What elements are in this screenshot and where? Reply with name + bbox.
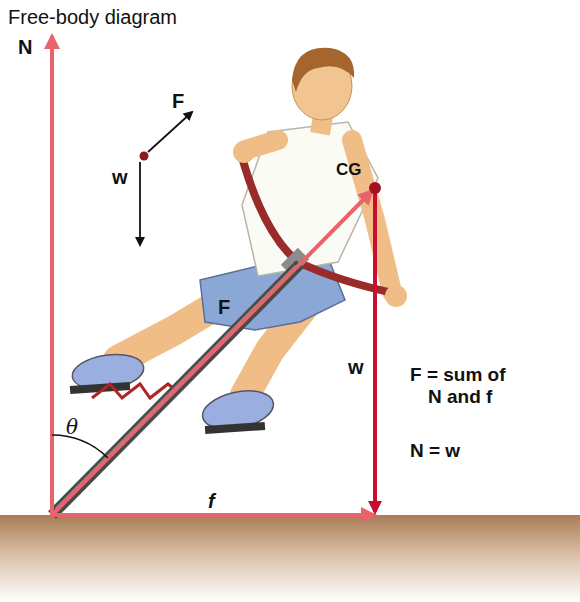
cg-dot: [369, 182, 381, 194]
friction-arrow: [52, 513, 374, 517]
angle-label: θ: [66, 416, 78, 439]
note-text: F = sum of N and f: [410, 364, 516, 408]
force-label: F: [218, 296, 230, 319]
weight-label: w: [348, 356, 364, 379]
note-text: N = w: [410, 440, 460, 462]
resultant-force-arrow: [52, 191, 372, 515]
normal-force-arrow: [50, 36, 54, 515]
weight-label: w: [112, 166, 128, 189]
ground: [0, 515, 580, 602]
diagram-title: Free-body diagram: [8, 6, 177, 29]
rider: [70, 48, 407, 435]
small-fbd: [140, 112, 193, 245]
cg-label: CG: [336, 160, 362, 180]
normal-label: N: [18, 36, 32, 59]
force-label: F: [172, 90, 184, 113]
friction-label: f: [208, 490, 215, 513]
angle-arc: [52, 435, 108, 458]
weight-arrow: [373, 188, 377, 512]
